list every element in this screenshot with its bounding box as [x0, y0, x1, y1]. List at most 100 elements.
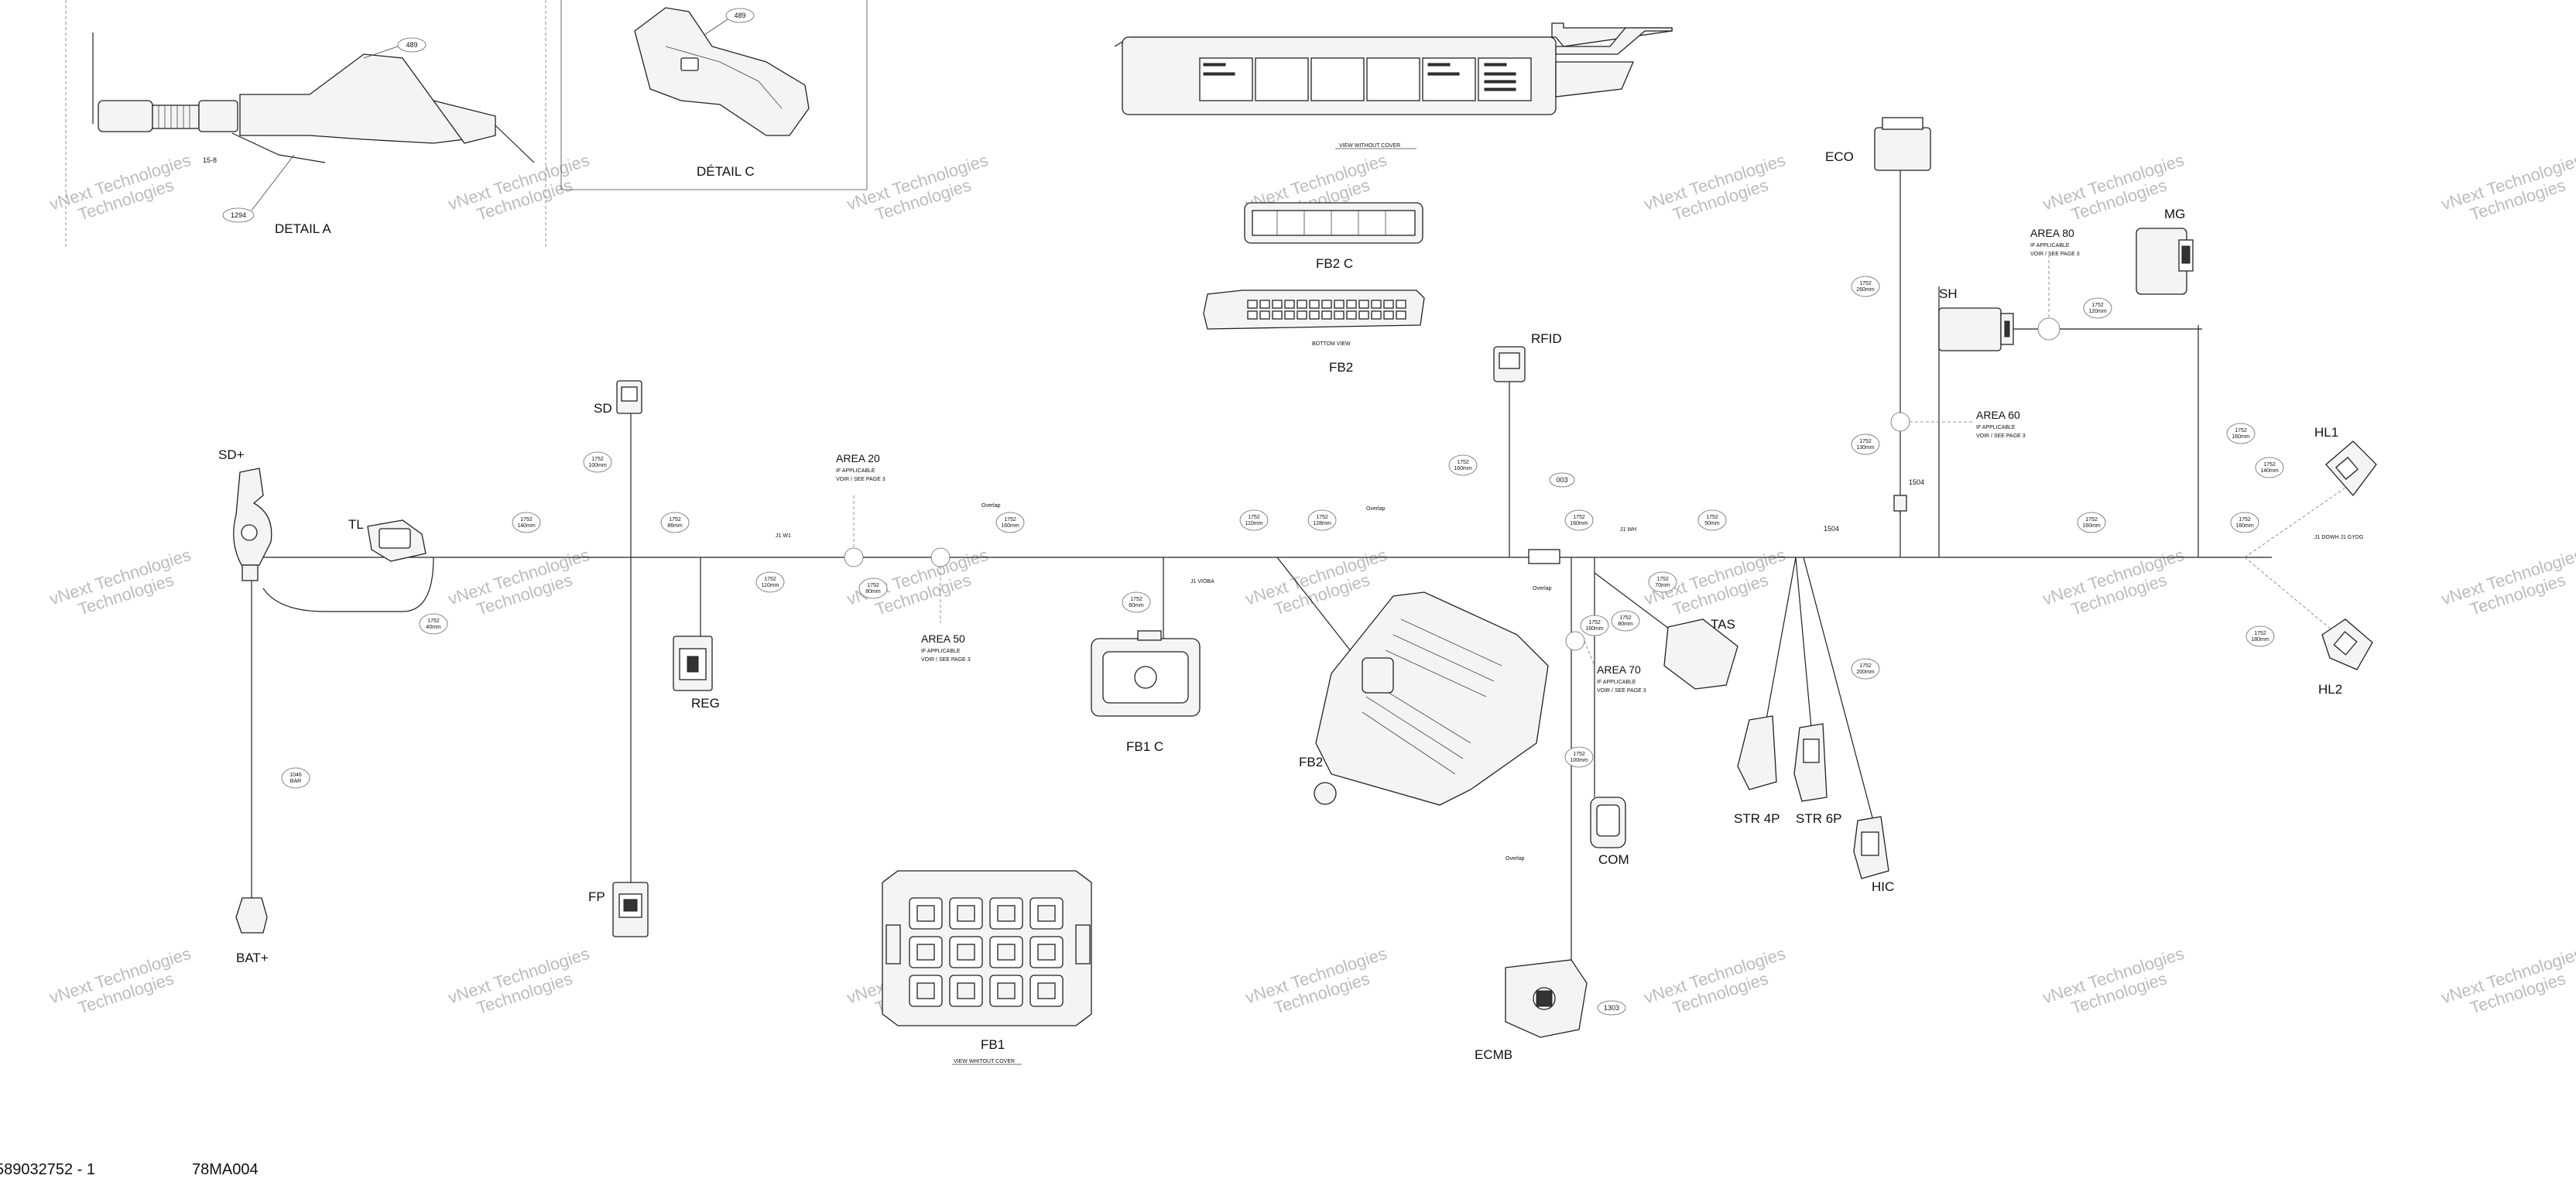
- area-markers: [844, 255, 2060, 666]
- wire-notes: Overlap Overlap Overlap Overlap J1 W1 J1…: [776, 503, 2363, 862]
- label-str4p: STR 4P: [1734, 811, 1780, 826]
- dimension-bubble: [1448, 454, 1478, 476]
- fb2-pin: [1247, 300, 1258, 309]
- dimension-text: 1752: [1573, 752, 1585, 757]
- connector-mg: MG: [2136, 207, 2194, 295]
- detail-a-callouts: 489 15-8 1294 DETAIL A: [203, 37, 426, 236]
- connector-sd: SD: [594, 380, 642, 416]
- dimension-bubble: [2226, 423, 2256, 444]
- dimension-text: 1752: [2085, 517, 2098, 523]
- dimension-text: 160mm: [1454, 466, 1472, 471]
- dimension-text: 1752: [2235, 428, 2247, 433]
- dimension-text: 1752: [1706, 515, 1718, 520]
- fb2-pin: [1346, 310, 1357, 320]
- dimension-text: BAR: [290, 779, 301, 784]
- connector-fb1c: FB1 C: [1091, 630, 1201, 754]
- note-j2: J1 VIOBA: [1190, 579, 1214, 584]
- detail-c-drawing: 489 DÉTAIL C: [634, 7, 810, 179]
- fb2-pin: [1396, 310, 1406, 320]
- label-fb1: FB1: [981, 1037, 1005, 1052]
- label-com: COM: [1598, 852, 1629, 867]
- dimension-bubble: [583, 451, 612, 473]
- fb2-pin: [1309, 310, 1320, 320]
- fb2-pin: [1383, 300, 1394, 309]
- dimension-bubble: [995, 512, 1025, 533]
- fb2-pin: [1284, 300, 1295, 309]
- label-rfid: RFID: [1531, 331, 1562, 346]
- dimension-text: 1752: [2254, 631, 2266, 636]
- fb1-terminal: [1037, 905, 1056, 922]
- part-number: 589032752 - 1: [0, 1161, 95, 1178]
- fb2-pin: [1297, 300, 1307, 309]
- connector-str4p: STR 4P: [1734, 715, 1780, 826]
- dimension-text: 1752: [1004, 517, 1016, 523]
- note-j3: J1 WH: [1620, 527, 1636, 533]
- dimension-text: 1752: [427, 618, 440, 624]
- label-hic: HIC: [1872, 879, 1894, 894]
- view-bottom-label: BOTTOM VIEW: [1312, 341, 1351, 347]
- dimension-bubble: [419, 613, 448, 635]
- dimension-bubble: [2255, 457, 2284, 478]
- connector-sd-plus: SD+: [218, 447, 272, 581]
- dimension-text: 1752: [1859, 439, 1872, 444]
- label-reg: REG: [691, 696, 720, 711]
- dimension-bubble: [1611, 610, 1640, 632]
- label-sh: SH: [1939, 286, 1958, 301]
- dimension-bubble: [1851, 433, 1880, 455]
- callout-1303: 1303: [1604, 1004, 1619, 1012]
- dimension-text: 130mm: [1856, 445, 1875, 451]
- dimension-text: 1752: [2091, 303, 2104, 308]
- dimension-text: 1752: [1619, 615, 1632, 621]
- area80-title: AREA 80: [2030, 227, 2074, 239]
- fb2-pin: [1284, 310, 1295, 320]
- dimension-text: 140mm: [517, 523, 536, 529]
- fb1-terminal: [1037, 982, 1056, 999]
- dimension-text: 1752: [1457, 460, 1469, 465]
- label-ecmb: ECMB: [1475, 1047, 1512, 1062]
- dimension-bubble: [755, 571, 785, 593]
- fb2-pin: [1321, 310, 1332, 320]
- drawing-code: 78MA004: [192, 1161, 259, 1178]
- area60-title: AREA 60: [1976, 409, 2020, 421]
- fb1-terminal: [916, 905, 935, 922]
- dimension-text: 1752: [1130, 597, 1142, 602]
- view-without-cover-bottom: VIEW WHITOUT COVER: [954, 1059, 1015, 1064]
- connector-reg: REG: [673, 636, 720, 711]
- area70-sub: IF APPLICABLE: [1597, 680, 1636, 685]
- dimension-bubble: [1564, 509, 1594, 531]
- dimension-bubble: [1122, 591, 1151, 613]
- dimension-text: 260mm: [1856, 287, 1875, 293]
- connector-tl: TL: [348, 517, 426, 562]
- dimension-bubble: [660, 512, 690, 533]
- label-fp: FP: [588, 889, 605, 904]
- dimension-text: 160mm: [2235, 523, 2254, 529]
- dimension-bubble: [2083, 297, 2112, 319]
- dimension-text: 100mm: [588, 463, 607, 468]
- connector-com: COM: [1590, 797, 1629, 867]
- dimension-text: 1752: [1859, 281, 1872, 286]
- dimension-text: 1752: [669, 517, 681, 523]
- area20-title: AREA 20: [836, 452, 880, 464]
- connector-ecmb: ECMB: [1475, 959, 1588, 1062]
